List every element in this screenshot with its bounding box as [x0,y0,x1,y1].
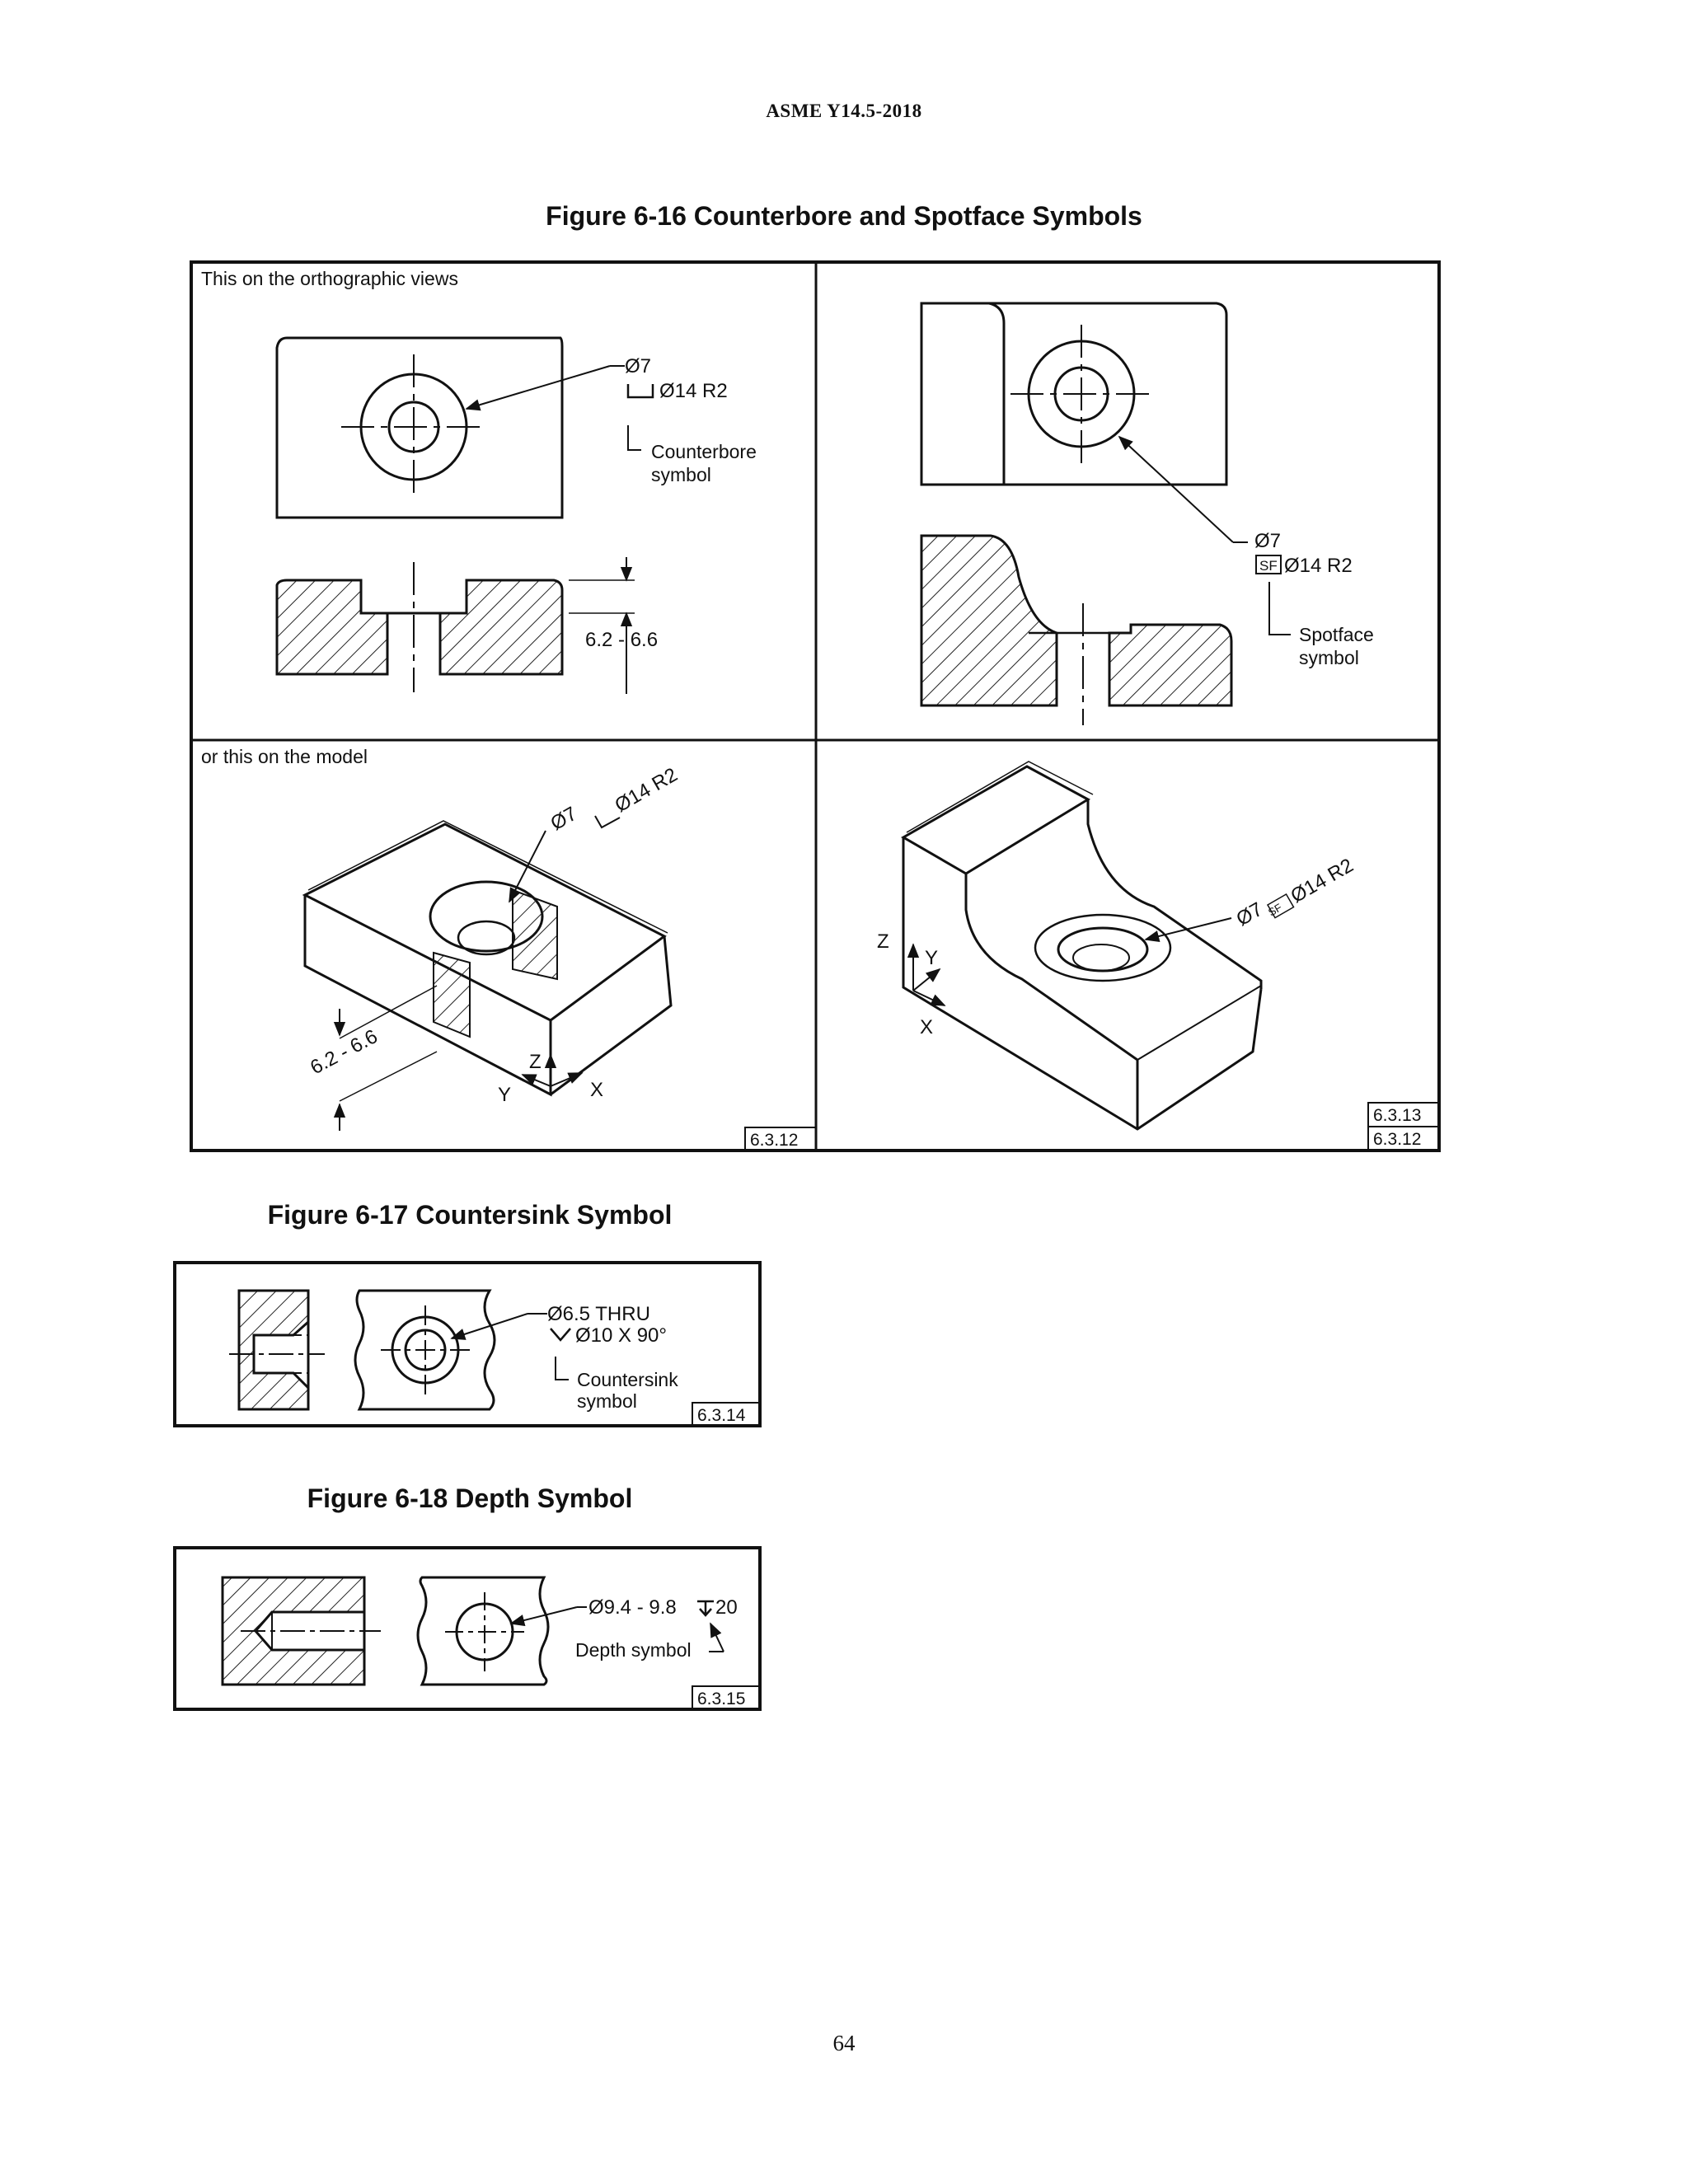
figure-6-18-title: Figure 6-18 Depth Symbol [307,1483,633,1513]
iso-diameter-text: Ø7 [547,803,581,835]
axis-z-label: Z [529,1051,542,1073]
figure-6-18: Ø9.4 - 9.8 20 Depth symbol 6.3.15 [173,1546,762,1711]
counterbore-section-view: 6.2 - 6.6 [275,557,658,694]
iso-spotface-sf-text: SF [1266,901,1284,918]
depth-symbol-label: Depth symbol [575,1639,692,1661]
caption-model: or this on the model [201,746,368,767]
iso-spotface-symbol-icon [1266,893,1295,919]
spotface-symbol-label: Spotface [1299,624,1374,645]
iso-counterbore-callout-text: Ø14 R2 [612,763,682,817]
ref-6-3-12-left: 6.3.12 [750,1131,798,1150]
countersink-symbol-label: Countersink [577,1369,678,1390]
iso-axes-right: Z Y X [877,930,946,1038]
iso-axes-left: Z Y X [498,1051,603,1106]
spotface-section-view [920,534,1233,725]
countersink-symbol-icon [550,1328,571,1342]
depth-plan-view [416,1576,550,1686]
counterbore-callout-text: Ø14 R2 [659,380,728,402]
countersink-symbol-label-2: symbol [577,1390,637,1412]
figure-6-17-title: Figure 6-17 Countersink Symbol [267,1200,673,1230]
iso-depth-dimension: 6.2 - 6.6 [307,985,438,1131]
ref-6-3-12-right: 6.3.12 [1373,1130,1421,1149]
axis-x-label-right: X [920,1016,933,1038]
panel-top-right: Ø7 SF Ø14 R2 Spotface symbol [920,302,1374,725]
ref-6-3-14: 6.3.14 [697,1406,746,1425]
axis-z-label-right: Z [877,930,889,953]
counterbore-symbol-icon [626,384,654,399]
ref-6-3-13: 6.3.13 [1373,1106,1421,1125]
countersink-section-view [229,1289,325,1411]
counterbore-diameter-text: Ø7 [625,355,651,377]
spotface-diameter-text: Ø7 [1254,530,1281,552]
spotface-sf-text: SF [1259,558,1278,574]
spotface-symbol-label-2: symbol [1299,647,1359,668]
counterbore-symbol-label-2: symbol [651,464,711,485]
depth-callout: Ø9.4 - 9.8 20 Depth symbol [509,1596,738,1661]
iso-depth-text: 6.2 - 6.6 [307,1025,381,1079]
panel-bottom-left: or this on the model Ø7 Ø14 R2 6.2 - 6.6 [201,746,817,1151]
page-number: 64 [832,2031,856,2055]
countersink-callout: Ø6.5 THRU Ø10 X 90° Countersink symbol [450,1303,678,1412]
depth-section-view [221,1576,381,1686]
ref-6-3-15: 6.3.15 [697,1690,745,1708]
axis-x-label: X [590,1079,603,1101]
iso-spotface-callout-text: Ø14 R2 [1287,854,1357,907]
counterbore-callout: Ø7 Ø14 R2 Counterbore symbol [465,355,757,485]
counterbore-isometric-callout: Ø7 Ø14 R2 [509,763,682,903]
spotface-isometric-callout: Ø7 SF Ø14 R2 [1144,854,1357,943]
spotface-isometric-block [900,761,1263,1131]
iso-counterbore-symbol-icon [594,815,621,829]
depth-symbol-icon [697,1600,714,1617]
panel-top-left: This on the orthographic views Ø7 Ø14 R2… [201,268,757,694]
axis-y-label: Y [498,1084,511,1106]
depth-callout-text: Ø9.4 - 9.8 [588,1596,677,1619]
countersink-plan-view [354,1289,496,1411]
running-head: ASME Y14.5-2018 [766,101,922,121]
axis-y-label-right: Y [925,947,938,969]
iso-spotface-diameter-text: Ø7 [1233,898,1267,930]
depth-value-text: 20 [715,1596,738,1619]
figure-6-17: Ø6.5 THRU Ø10 X 90° Countersink symbol 6… [173,1261,762,1427]
counterbore-depth-text: 6.2 - 6.6 [585,629,658,651]
spotface-callout: Ø7 SF Ø14 R2 Spotface symbol [1118,435,1374,668]
spotface-callout-text: Ø14 R2 [1284,555,1353,577]
counterbore-symbol-label: Counterbore [651,441,757,462]
spotface-isometric-hole [1034,913,1172,982]
countersink-line2-text: Ø10 X 90° [575,1324,667,1347]
panel-bottom-right: Ø7 SF Ø14 R2 Z Y X 6.3.13 6.3.12 [877,761,1440,1151]
figure-6-16-title: Figure 6-16 Counterbore and Spotface Sym… [546,201,1142,231]
countersink-line1-text: Ø6.5 THRU [547,1303,650,1325]
spotface-symbol-icon [1255,555,1282,574]
caption-orthographic: This on the orthographic views [201,268,458,289]
